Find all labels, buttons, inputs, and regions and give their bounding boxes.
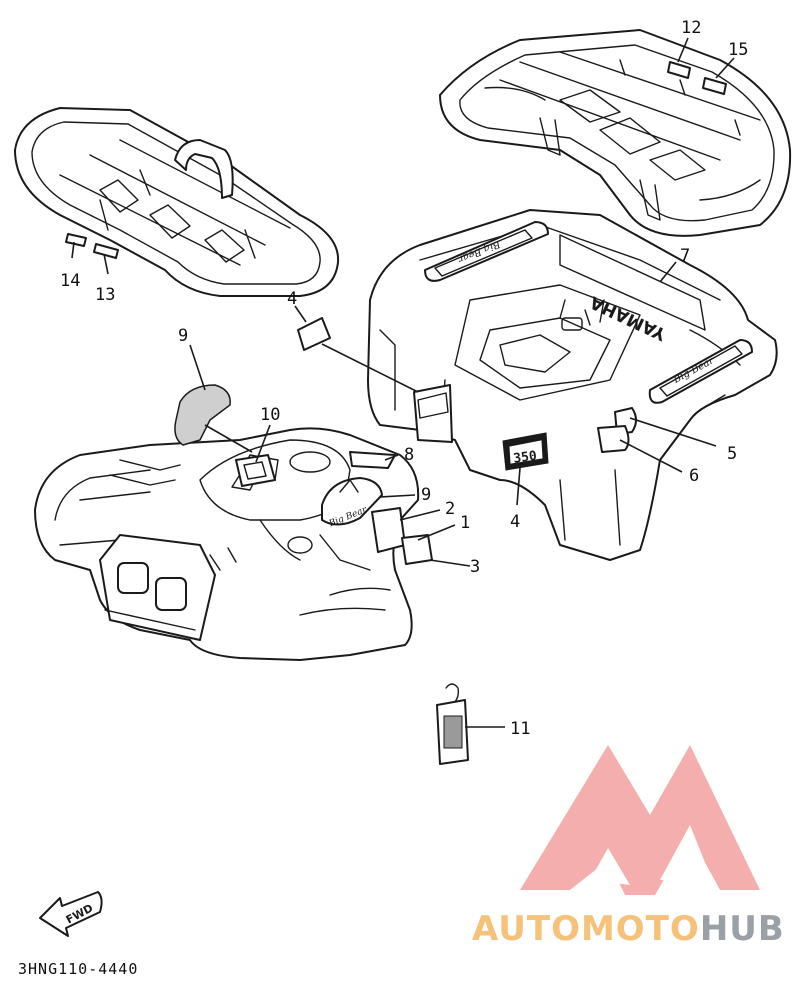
callout-11: 11 xyxy=(510,719,530,739)
decal-1 xyxy=(401,534,433,565)
rack-decals xyxy=(65,61,727,259)
watermark-logo xyxy=(520,745,760,895)
callout-7: 7 xyxy=(680,246,690,266)
callout-numbers: 1 2 3 4 4 5 6 7 8 9 9 10 11 12 13 14 15 xyxy=(60,18,748,739)
decal-10 xyxy=(235,454,276,487)
callout-8: 8 xyxy=(404,445,414,465)
rear-carrier-rack xyxy=(439,29,792,237)
front-carrier-rack xyxy=(14,107,340,297)
callout-9-right: 9 xyxy=(421,485,431,505)
decal-11-tag xyxy=(436,683,469,765)
decal-14 xyxy=(65,233,87,247)
watermark-text-part1: AUTOMOTO xyxy=(472,909,700,949)
decal-15 xyxy=(702,77,727,95)
callout-2: 2 xyxy=(445,499,455,519)
watermark-text-part2: HUB xyxy=(700,909,785,949)
decal-4-upper xyxy=(297,317,331,351)
callout-5: 5 xyxy=(727,444,737,464)
callout-3: 3 xyxy=(470,557,480,577)
decal-6 xyxy=(597,425,630,453)
watermark-triangle-shape xyxy=(520,745,760,895)
decal-12 xyxy=(667,61,691,79)
decal-2 xyxy=(371,507,406,553)
leader-lines xyxy=(71,37,735,728)
decal-front-logo xyxy=(321,477,383,526)
callout-4-upper: 4 xyxy=(287,289,297,309)
callout-1: 1 xyxy=(460,513,470,533)
fwd-arrow-marker xyxy=(39,891,103,937)
callout-15: 15 xyxy=(728,40,748,60)
decal-13 xyxy=(93,243,119,259)
callout-9-left: 9 xyxy=(178,326,188,346)
callout-12: 12 xyxy=(681,18,701,38)
diagram-code: 3HNG110-4440 xyxy=(18,960,138,978)
decal-model-badge xyxy=(502,432,549,471)
callout-13: 13 xyxy=(95,285,115,305)
model-badge-text: 350 xyxy=(512,449,538,467)
rear-fender xyxy=(367,209,778,561)
decal-rear-side-panel xyxy=(413,384,453,443)
callout-4-lower: 4 xyxy=(510,512,520,532)
callout-14: 14 xyxy=(60,271,80,291)
callout-6: 6 xyxy=(689,466,699,486)
decal-9-left xyxy=(174,384,231,446)
callout-10: 10 xyxy=(260,405,280,425)
decal-8 xyxy=(349,451,396,469)
front-fender xyxy=(34,427,420,661)
watermark-text: AUTOMOTOHUB xyxy=(472,909,785,949)
